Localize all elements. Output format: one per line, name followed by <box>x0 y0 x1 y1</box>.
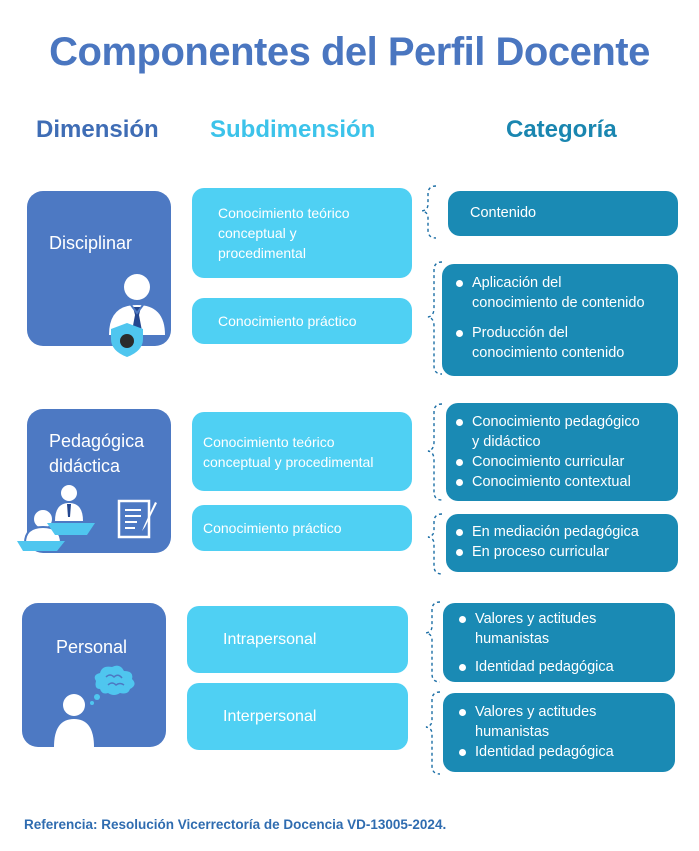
subdimension-label: Interpersonal <box>223 707 317 725</box>
category-item: Valores y actitudes humanistas <box>453 702 671 742</box>
category-item: Aplicación del conocimiento de contenido <box>450 273 674 313</box>
subdimension-box: Conocimiento teórico conceptual y proced… <box>192 188 412 278</box>
header-dimension: Dimensión <box>36 116 159 143</box>
connector-braces <box>421 185 443 775</box>
category-box: Contenido <box>448 191 678 236</box>
subdimension-box: Conocimiento teórico conceptual y proced… <box>192 412 412 491</box>
brace-connector <box>421 185 437 239</box>
dimension-pedagogica: Pedagógica didáctica <box>17 409 171 553</box>
category-box: En mediación pedagógica En proceso curri… <box>446 514 678 572</box>
category-item: Contenido <box>470 205 537 221</box>
reference-footer: Referencia: Resolución Vicerrectoría de … <box>24 817 447 832</box>
teacher-shield-icon <box>109 274 165 357</box>
subdimension-box: Interpersonal <box>187 683 408 750</box>
category-item: Conocimiento pedagógico y didáctico <box>450 412 674 452</box>
category-item: Identidad pedagógica <box>453 657 671 677</box>
subdimension-box: Intrapersonal <box>187 606 408 673</box>
brace-connector <box>425 691 441 775</box>
category-box: Conocimiento pedagógico y didáctico Cono… <box>446 403 678 501</box>
header-subdimension: Subdimensión <box>210 116 376 143</box>
dimension-personal: Personal <box>22 603 166 747</box>
subdimension-label: Conocimiento teórico <box>203 433 335 450</box>
subdimension-label: Conocimiento práctico <box>203 520 342 536</box>
brace-connector <box>427 403 443 501</box>
category-item: Producción del conocimiento contenido <box>450 323 674 363</box>
category-item: Conocimiento contextual <box>450 472 674 492</box>
subdimension-label: Conocimiento teórico <box>218 205 350 221</box>
subdimension-box: Conocimiento práctico <box>192 505 412 551</box>
subdimension-label: procedimental <box>218 245 306 261</box>
category-item: En mediación pedagógica <box>450 522 674 542</box>
category-box: Valores y actitudes humanistas Identidad… <box>443 603 675 682</box>
dimension-label: didáctica <box>49 456 121 476</box>
brace-connector <box>427 261 443 375</box>
category-box: Valores y actitudes humanistas Identidad… <box>443 693 675 772</box>
dimension-label: Personal <box>56 637 128 657</box>
subdimension-label: conceptual y <box>218 225 297 241</box>
dimension-label: Disciplinar <box>49 233 133 253</box>
category-item: Valores y actitudes humanistas <box>453 609 671 649</box>
dimension-label: Pedagógica <box>49 431 145 451</box>
category-box: Aplicación del conocimiento de contenido… <box>442 264 678 376</box>
subdimension-box: Conocimiento práctico <box>192 298 412 344</box>
classroom-icon <box>17 485 157 551</box>
brace-connector <box>425 601 441 683</box>
subdimension-label: Intrapersonal <box>223 630 317 648</box>
subdimension-label: Conocimiento práctico <box>218 313 357 329</box>
thinking-person-icon <box>54 665 135 747</box>
dimension-disciplinar: Disciplinar <box>27 191 171 357</box>
category-item: Conocimiento curricular <box>450 452 674 472</box>
diagram-title: Componentes del Perfil Docente <box>49 30 650 74</box>
category-item: Identidad pedagógica <box>453 742 671 762</box>
category-item: En proceso curricular <box>450 542 674 562</box>
subdimension-label: conceptual y procedimental <box>203 453 374 470</box>
brace-connector <box>427 513 443 575</box>
header-categoria: Categoría <box>506 116 617 143</box>
